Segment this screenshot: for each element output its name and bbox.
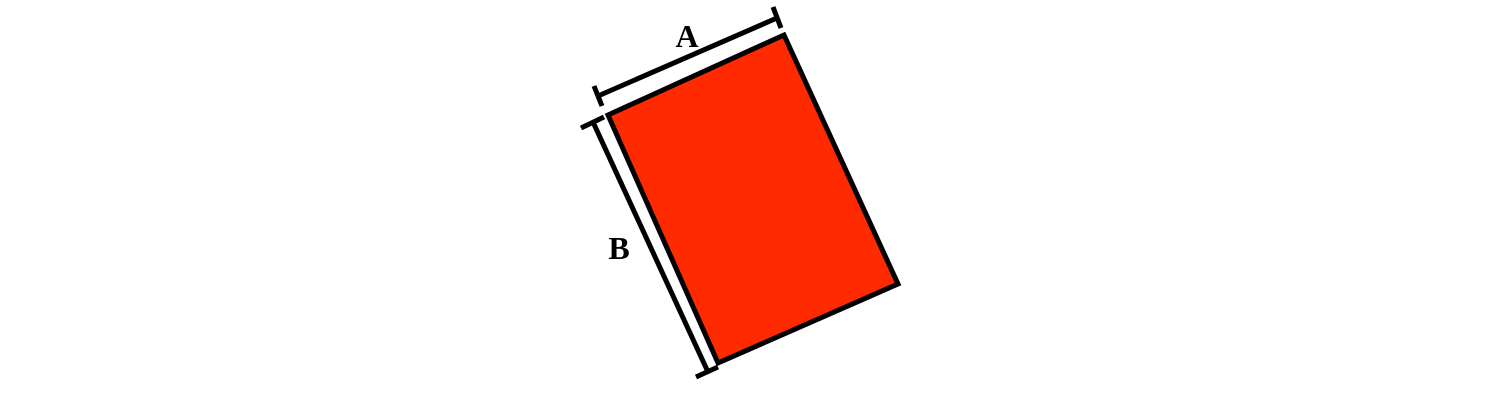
dimension-a-label: A <box>675 18 698 54</box>
dimension-b-tick-bottom <box>694 364 720 380</box>
dimension-b-label: B <box>608 230 629 266</box>
dimension-a-line <box>597 15 778 99</box>
rectangle <box>604 31 902 367</box>
dimension-a-tick-left <box>591 85 605 107</box>
dimension-a-tick-right <box>770 6 784 29</box>
dimension-a: A <box>591 6 784 107</box>
dimension-b-tick-top <box>579 114 606 131</box>
dimension-b: B <box>579 114 720 380</box>
dimension-b-line <box>590 120 711 374</box>
